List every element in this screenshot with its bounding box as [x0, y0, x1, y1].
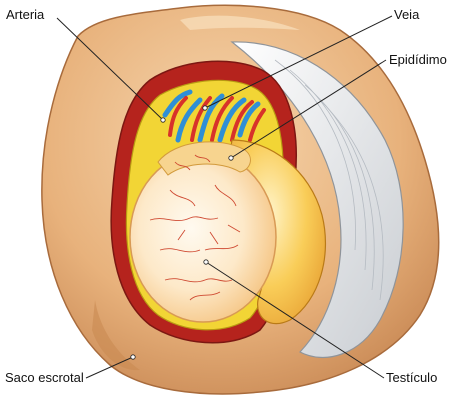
leader-veia — [204, 15, 393, 109]
label-veia: Veia — [394, 7, 420, 22]
artery-vessels — [168, 96, 266, 142]
leader-epididimo — [230, 59, 387, 159]
leader-testiculo — [205, 261, 385, 379]
testis-capillaries — [149, 154, 241, 301]
label-arteria: Arteria — [6, 7, 45, 22]
skin-fold — [92, 300, 140, 371]
skin-fold-top — [180, 15, 300, 30]
leader-saco-escrotal — [85, 356, 134, 379]
label-saco-escrotal: Saco escrotal — [5, 370, 84, 385]
label-testiculo: Testículo — [386, 370, 438, 385]
vein-vessels — [162, 89, 261, 143]
label-epididimo: Epidídimo — [389, 52, 447, 67]
leader-dots — [130, 105, 234, 360]
leader-arteria — [56, 17, 164, 121]
blood-vessels — [162, 89, 266, 143]
tunica-sheath — [230, 41, 404, 359]
sheath-striations — [274, 59, 384, 301]
leader-lines — [56, 15, 393, 379]
testis — [129, 151, 277, 323]
